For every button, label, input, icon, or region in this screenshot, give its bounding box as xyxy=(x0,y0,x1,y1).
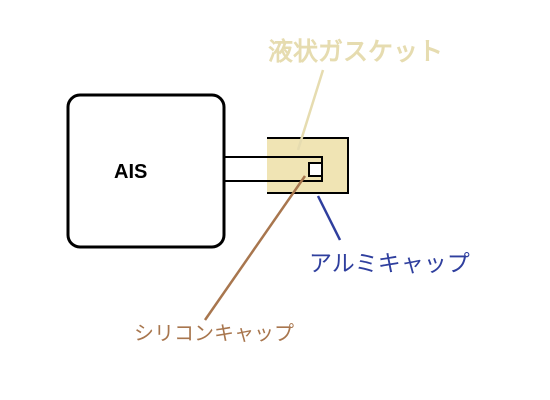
gasket-leader-line xyxy=(296,69,325,151)
aluminum-cap-label: アルミキャップ xyxy=(309,251,470,277)
aluminum-cap-outline xyxy=(267,137,349,194)
liquid-gasket-fill xyxy=(267,138,348,193)
ais-box xyxy=(66,93,226,249)
ais-label: AIS xyxy=(114,161,147,183)
silicone-cap xyxy=(308,162,323,177)
liquid-gasket-label: 液状ガスケット xyxy=(268,37,443,66)
aluminum-leader-line xyxy=(316,195,342,241)
silicone-cap-label: シリコンキャップ xyxy=(134,321,294,345)
silicone-leader-line xyxy=(203,175,307,321)
